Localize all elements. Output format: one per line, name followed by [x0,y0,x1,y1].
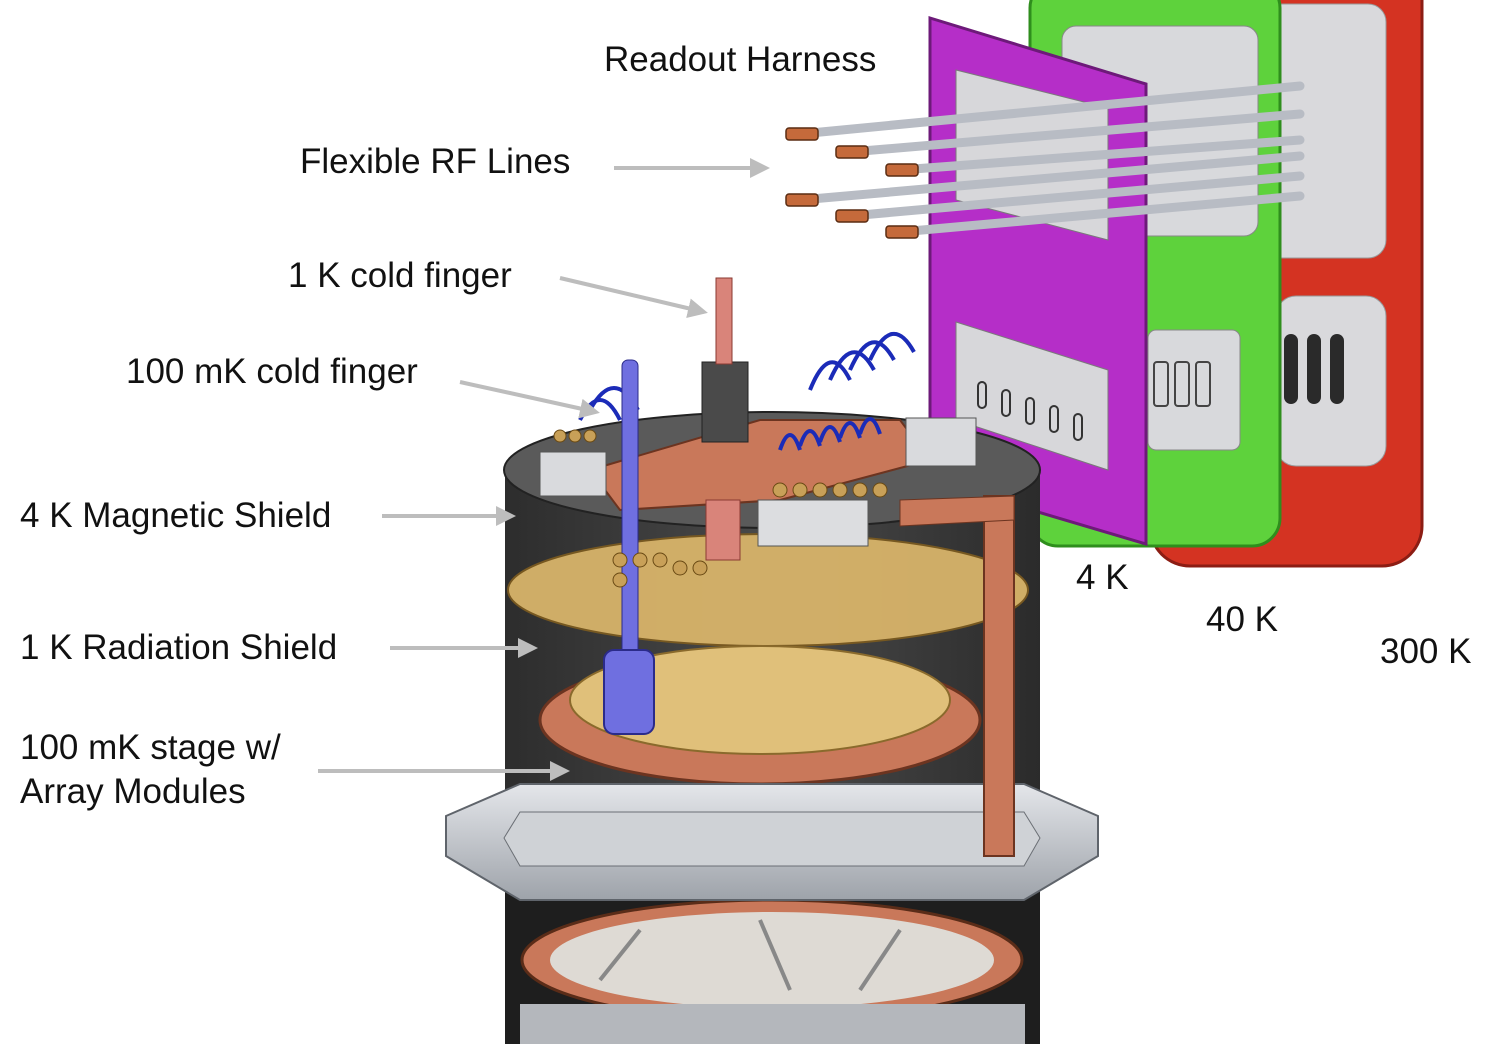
arrow-1k-cold-finger [559,276,708,319]
cryostat-body [445,277,1099,1049]
rf-connectors [785,127,919,239]
flexible-rf-lines [795,81,1305,237]
label-1k-cold-finger: 1 K cold finger [288,256,512,295]
label-temp-300k: 300 K [1380,632,1472,671]
label-temp-4k: 4 K [1076,558,1129,597]
label-100mk-stage-line1: 100 mK stage w/ [20,728,281,767]
label-4k-magnetic-shield: 4 K Magnetic Shield [20,496,332,535]
label-readout-harness: Readout Harness [604,40,877,79]
label-100mk-stage-line2: Array Modules [20,772,246,811]
label-temp-40k: 40 K [1206,600,1278,639]
label-1k-radiation-shield: 1 K Radiation Shield [20,628,338,667]
label-flexible-rf-lines: Flexible RF Lines [300,142,571,181]
leader-arrows [318,158,770,781]
arrow-100mk-cold-finger [459,380,600,419]
label-100mk-cold-finger: 100 mK cold finger [126,352,418,391]
